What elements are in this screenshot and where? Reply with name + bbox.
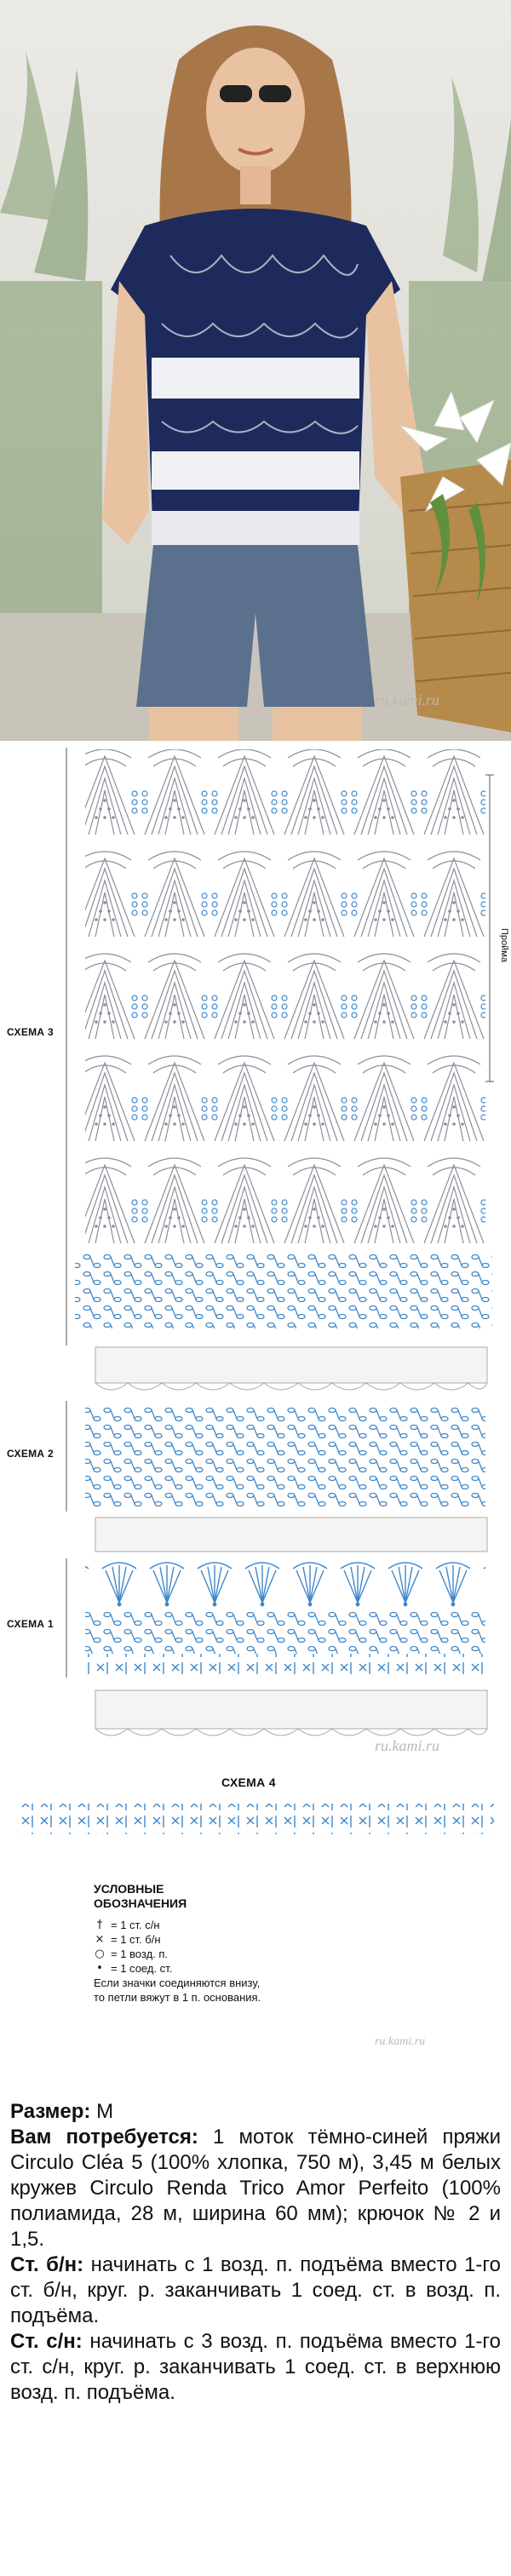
scheme-4-row [17, 1804, 494, 1834]
model-illustration [0, 26, 511, 741]
chain-stitch-symbol-icon: ○ [95, 1948, 105, 1960]
scheme-1-label: СХЕМА 1 [7, 1618, 54, 1630]
legend-note: Если значки соединяются внизу, то петли … [94, 1976, 261, 2004]
double-crochet-paragraph: Ст. с/н: начинать с 3 возд. п. подъёма в… [10, 2329, 501, 2406]
instructions: Размер: М Вам потребуется: 1 моток тёмно… [10, 2099, 501, 2406]
scheme-2-label: СХЕМА 2 [7, 1448, 54, 1460]
legend-item-text: = 1 возд. п. [111, 1948, 169, 1960]
single-crochet-paragraph: Ст. б/н: начинать с 1 возд. п. подъёма в… [10, 2252, 501, 2329]
scheme-3-pineapple-bottom [85, 996, 485, 1252]
legend-item: † = 1 ст. с/н [94, 1918, 332, 1932]
double-crochet-text: начинать с 3 возд. п. подъёма вместо 1-г… [10, 2330, 501, 2404]
legend-watermark: ru.kami.ru [375, 2035, 426, 2048]
legend-item-text: = 1 ст. с/н [111, 1919, 160, 1931]
materials-label: Вам потребуется: [10, 2126, 198, 2149]
legend-title-line1: УСЛОВНЫЕ [94, 1882, 164, 1896]
double-crochet-symbol-icon: † [96, 1919, 103, 1931]
size-label: Размер: [10, 2100, 91, 2123]
legend-item: ○ = 1 возд. п. [94, 1947, 332, 1961]
size-paragraph: Размер: М [10, 2099, 501, 2125]
scheme-3-mesh [75, 1252, 492, 1328]
legend-title-line2: ОБОЗНАЧЕНИЯ [94, 1896, 187, 1910]
scheme-4-label: СХЕМА 4 [221, 1776, 276, 1789]
legend: УСЛОВНЫЕ ОБОЗНАЧЕНИЯ † = 1 ст. с/н × = 1… [94, 1882, 332, 2005]
legend-item-text: = 1 ст. б/н [111, 1933, 161, 1946]
double-crochet-label: Ст. с/н: [10, 2330, 83, 2353]
slip-stitch-symbol-icon: • [96, 1962, 103, 1975]
materials-text: 1 моток тёмно-синей пряжи Circulo Cléa 5… [10, 2126, 501, 2251]
scheme-3-label: СХЕМА 3 [7, 1026, 54, 1038]
size-value: М [90, 2100, 114, 2123]
scheme-2-mesh [85, 1405, 485, 1507]
legend-item: • = 1 соед. ст. [94, 1961, 332, 1976]
scheme-3-pineapple-top [85, 749, 485, 996]
photo-watermark: ru.kami.ru [375, 691, 439, 709]
materials-paragraph: Вам потребуется: 1 моток тёмно-синей пря… [10, 2125, 501, 2252]
crochet-schemes: СХЕМА 3 СХЕМА 2 СХЕМА 1 СХЕМА 4 Пройма r… [0, 741, 511, 1852]
single-crochet-text: начинать с 1 возд. п. подъёма вместо 1-г… [10, 2253, 501, 2327]
armhole-label: Пройма [499, 928, 509, 962]
scheme-1-fans [85, 1560, 485, 1611]
product-photo: ru.kami.ru [0, 0, 511, 741]
single-crochet-symbol-icon: × [95, 1933, 105, 1946]
legend-item-text: = 1 соед. ст. [111, 1962, 173, 1975]
crochet-diagram [17, 748, 494, 1834]
single-crochet-label: Ст. б/н: [10, 2253, 84, 2276]
legend-item: × = 1 ст. б/н [94, 1932, 332, 1947]
diagram-watermark: ru.kami.ru [375, 1737, 439, 1754]
